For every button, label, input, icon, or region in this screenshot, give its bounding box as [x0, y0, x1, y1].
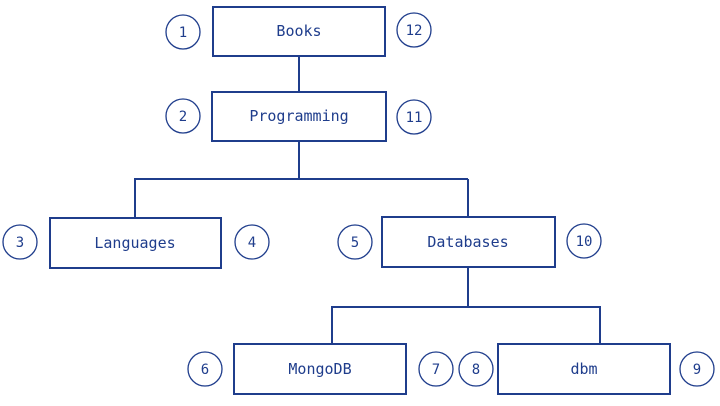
badge-databases-right-circle: [566, 223, 602, 259]
badge-languages-left-number: 3: [16, 235, 24, 251]
badge-databases-right: 10: [566, 223, 602, 259]
node-databases: Databases: [381, 216, 556, 268]
badge-programming-left: 2: [165, 98, 201, 134]
node-dbm-label: dbm: [570, 360, 597, 378]
edge-databases-dbm: [468, 306, 601, 344]
badge-databases-left-circle: [337, 224, 373, 260]
badge-languages-right-number: 4: [248, 235, 256, 251]
badge-dbm-right-circle: [679, 351, 715, 387]
badge-programming-right-number: 11: [406, 110, 423, 126]
badge-databases-left-number: 5: [351, 235, 359, 251]
badge-programming-left-number: 2: [179, 109, 187, 125]
badge-dbm-right-number: 9: [693, 362, 701, 378]
node-dbm-box: [497, 343, 671, 395]
node-languages-box: [49, 217, 222, 269]
badge-dbm-left-number: 8: [472, 362, 480, 378]
node-books-box: [212, 6, 386, 57]
node-languages: Languages: [49, 217, 222, 269]
badge-databases-left: 5: [337, 224, 373, 260]
node-mongodb-label: MongoDB: [288, 360, 351, 378]
badge-programming-left-circle: [165, 98, 201, 134]
badge-books-right: 12: [396, 12, 432, 48]
badge-books-left-number: 1: [179, 25, 187, 41]
badge-mongodb-right-circle: [418, 351, 454, 387]
badge-books-right-number: 12: [406, 23, 423, 39]
node-programming: Programming: [211, 91, 387, 142]
badge-languages-right-circle: [234, 224, 270, 260]
badge-mongodb-left-circle: [187, 351, 223, 387]
badge-mongodb-left-number: 6: [201, 362, 209, 378]
badge-databases-right-number: 10: [576, 234, 593, 250]
node-databases-box: [381, 216, 556, 268]
node-books-label: Books: [276, 22, 321, 40]
badge-dbm-left-circle: [458, 351, 494, 387]
edge-programming-children: [134, 141, 300, 218]
badge-books-left: 1: [165, 14, 201, 50]
node-databases-label: Databases: [427, 233, 508, 251]
badge-mongodb-right: 7: [418, 351, 454, 387]
tree-edges: [134, 56, 601, 344]
node-programming-box: [211, 91, 387, 142]
badge-languages-left-circle: [2, 224, 38, 260]
badge-programming-right: 11: [396, 99, 432, 135]
badge-books-left-circle: [165, 14, 201, 50]
badge-programming-right-circle: [396, 99, 432, 135]
node-programming-label: Programming: [249, 107, 348, 125]
badge-mongodb-left: 6: [187, 351, 223, 387]
node-books: Books: [212, 6, 386, 57]
badge-dbm-right: 9: [679, 351, 715, 387]
node-languages-label: Languages: [94, 234, 175, 252]
node-mongodb-box: [233, 343, 407, 395]
badge-languages-right: 4: [234, 224, 270, 260]
badge-mongodb-right-number: 7: [432, 362, 440, 378]
badge-languages-left: 3: [2, 224, 38, 260]
node-dbm: dbm: [497, 343, 671, 395]
node-mongodb: MongoDB: [233, 343, 407, 395]
badge-dbm-left: 8: [458, 351, 494, 387]
badge-books-right-circle: [396, 12, 432, 48]
edge-databases-children: [331, 267, 469, 344]
